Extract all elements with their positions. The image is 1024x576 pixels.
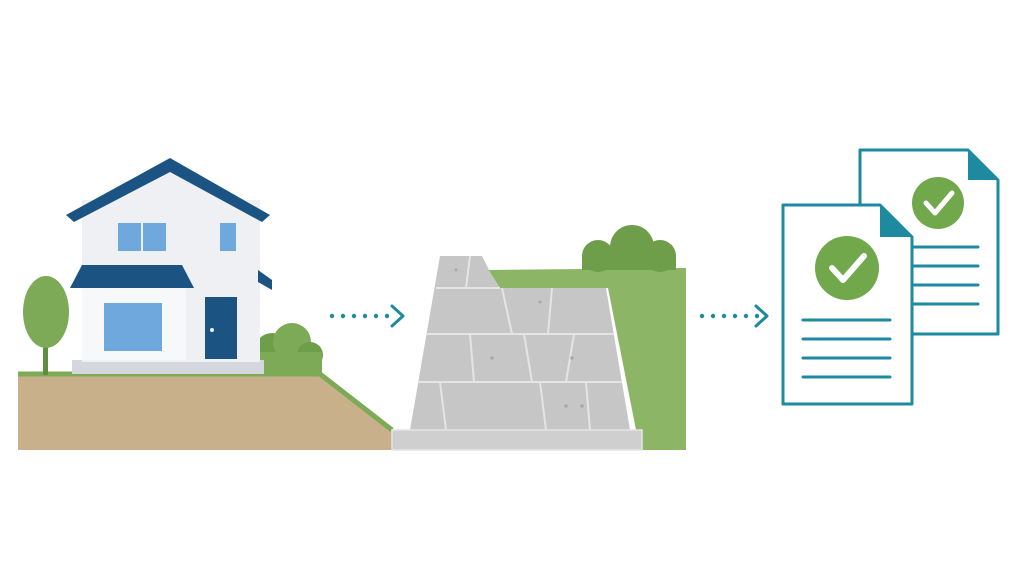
lower-window xyxy=(104,303,162,351)
flow-arrow-2 xyxy=(699,304,769,328)
soil-ground xyxy=(18,375,392,450)
house-roof xyxy=(66,158,270,222)
retaining-wall xyxy=(391,225,686,451)
check-badge-icon xyxy=(912,177,964,229)
retaining-wall-icon xyxy=(391,255,643,451)
house-foundation xyxy=(72,360,264,374)
wall-body xyxy=(410,256,630,430)
house-on-slope xyxy=(18,158,394,450)
arrow-head-icon xyxy=(754,304,769,328)
porch-roof xyxy=(70,265,194,288)
document-front-icon xyxy=(781,203,914,406)
check-badge-icon xyxy=(815,236,879,300)
bush-icon xyxy=(582,225,676,272)
backfill-grass xyxy=(488,268,686,450)
wall-footing xyxy=(391,429,643,451)
approved-documents xyxy=(781,148,1000,406)
upper-window-right xyxy=(220,223,236,251)
flow-arrow-1 xyxy=(329,304,405,328)
bush-icon xyxy=(255,323,323,374)
side-roof xyxy=(258,270,272,290)
tree-icon xyxy=(23,276,69,375)
arrow-head-icon xyxy=(390,304,405,328)
house-gable xyxy=(82,172,258,215)
front-door xyxy=(205,297,237,359)
house-icon xyxy=(66,158,272,374)
